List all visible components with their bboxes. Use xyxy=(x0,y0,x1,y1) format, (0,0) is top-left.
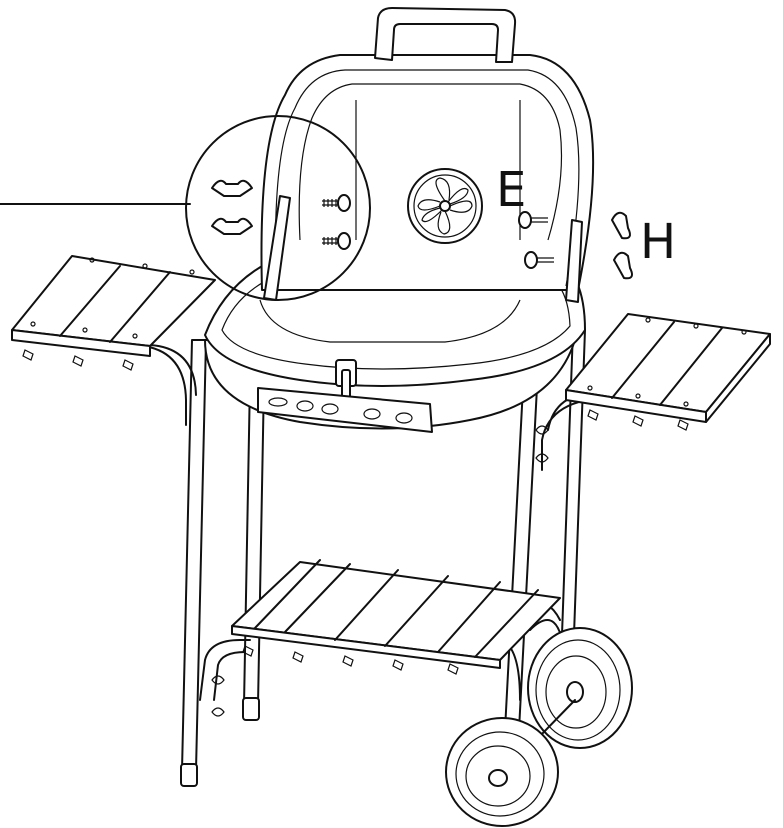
lid-handle xyxy=(374,7,517,63)
front-wheel xyxy=(445,717,559,827)
left-shelf-bracket xyxy=(129,344,197,426)
front-left-leg xyxy=(180,339,207,787)
right-side-shelf xyxy=(565,313,771,431)
bottom-shelf xyxy=(231,559,561,675)
bolts-e xyxy=(322,194,554,269)
front-vent-plate xyxy=(257,387,433,433)
rear-wheel xyxy=(527,627,633,749)
wingnuts-h xyxy=(211,179,633,280)
hinge-brackets xyxy=(263,195,583,303)
lower-frame-left-loop xyxy=(199,639,251,701)
part-label-e: E xyxy=(496,162,527,218)
lid-vent xyxy=(407,168,483,244)
part-label-h: H xyxy=(640,214,677,270)
leg-wingnuts-left xyxy=(211,425,549,717)
left-side-shelf xyxy=(11,255,216,371)
detail-callout-circle xyxy=(185,115,371,301)
rear-left-leg xyxy=(242,379,265,721)
